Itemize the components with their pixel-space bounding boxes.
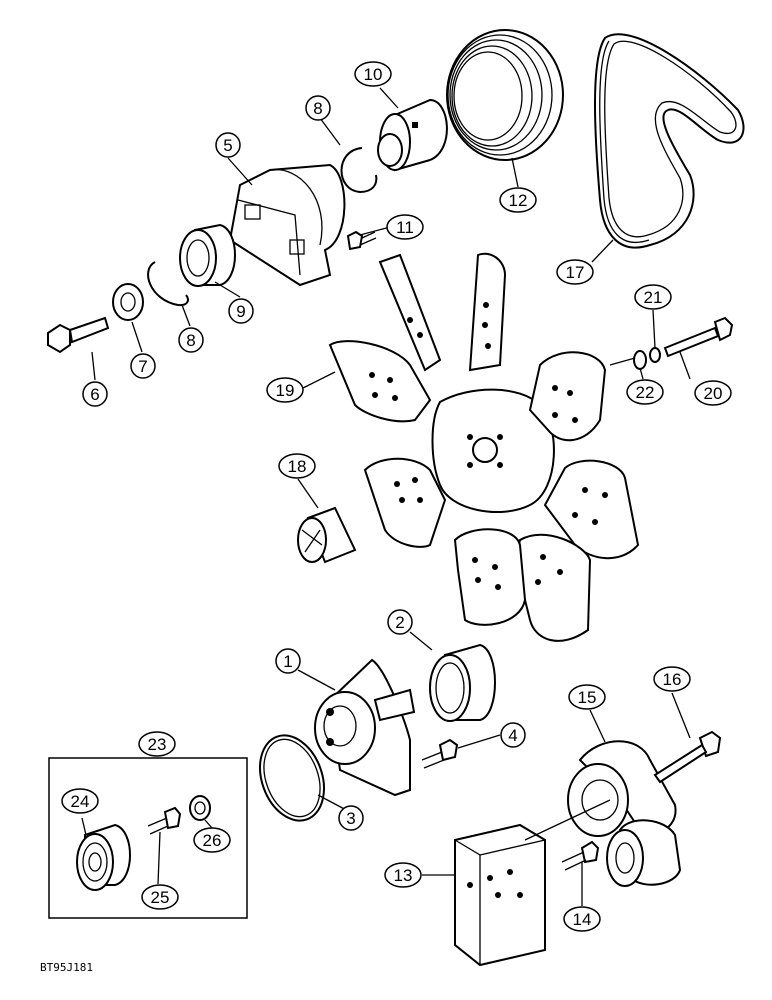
callout-12-label: 12 bbox=[509, 191, 528, 210]
leader-lines bbox=[81, 87, 691, 906]
bolt-part-11 bbox=[346, 230, 377, 251]
callout-8-upper-label: 8 bbox=[313, 99, 322, 118]
callout-8-lower: 8 bbox=[178, 327, 204, 353]
callout-20: 20 bbox=[694, 380, 732, 406]
kit-washer-part-26 bbox=[189, 795, 211, 821]
callout-14: 14 bbox=[563, 906, 601, 932]
callout-23-label: 23 bbox=[148, 735, 167, 754]
spacer-part bbox=[297, 506, 357, 564]
bolt-part-4 bbox=[421, 738, 459, 769]
belt-part bbox=[594, 33, 745, 249]
callout-15-label: 15 bbox=[578, 688, 597, 707]
callout-2: 2 bbox=[387, 609, 413, 635]
callout-5-label: 5 bbox=[223, 136, 232, 155]
callout-17: 17 bbox=[556, 259, 594, 285]
kit-idler-part-24 bbox=[76, 823, 131, 891]
callout-4-label: 4 bbox=[508, 726, 517, 745]
bracket-plate-part bbox=[454, 799, 611, 967]
callout-20-label: 20 bbox=[704, 384, 723, 403]
callout-10-label: 10 bbox=[364, 65, 383, 84]
callout-16: 16 bbox=[653, 666, 691, 692]
seal-part bbox=[112, 283, 144, 321]
callout-24: 24 bbox=[61, 788, 99, 814]
callout-11-label: 11 bbox=[396, 218, 414, 237]
callout-4: 4 bbox=[500, 722, 526, 748]
callout-15: 15 bbox=[568, 684, 606, 710]
callout-2-label: 2 bbox=[395, 613, 404, 632]
callout-16-label: 16 bbox=[663, 670, 682, 689]
callout-13-label: 13 bbox=[394, 866, 413, 885]
callout-21: 21 bbox=[634, 284, 672, 310]
callout-26: 26 bbox=[193, 827, 231, 853]
callout-6-label: 6 bbox=[90, 385, 99, 404]
callout-22: 22 bbox=[626, 379, 664, 405]
callout-8-upper: 8 bbox=[305, 95, 331, 121]
callout-8-lower-label: 8 bbox=[186, 331, 195, 350]
callout-19-label: 19 bbox=[276, 381, 295, 400]
callout-24-label: 24 bbox=[71, 792, 90, 811]
callout-25-label: 25 bbox=[151, 888, 170, 907]
washer-part-22 bbox=[633, 350, 647, 370]
callout-17-label: 17 bbox=[566, 263, 585, 282]
callout-7-label: 7 bbox=[138, 357, 147, 376]
callout-23: 23 bbox=[138, 731, 176, 757]
stud-part-20 bbox=[609, 316, 734, 366]
hub-part bbox=[377, 98, 448, 172]
callout-12: 12 bbox=[499, 187, 537, 213]
snap-ring-lower bbox=[147, 261, 189, 307]
callout-21-label: 21 bbox=[644, 288, 663, 307]
nut-part-21 bbox=[649, 347, 661, 363]
callout-1-label: 1 bbox=[283, 652, 292, 671]
callout-6: 6 bbox=[82, 381, 108, 407]
callout-10: 10 bbox=[354, 61, 392, 87]
callout-9-label: 9 bbox=[236, 302, 245, 321]
bolt-part-6 bbox=[47, 316, 110, 354]
callout-7: 7 bbox=[130, 353, 156, 379]
bearing-part bbox=[179, 223, 236, 287]
kit-inset-box bbox=[48, 757, 248, 919]
tensioner-part bbox=[567, 740, 682, 887]
callout-25: 25 bbox=[141, 884, 179, 910]
bolt-part-16 bbox=[653, 730, 722, 784]
callout-1: 1 bbox=[275, 648, 301, 674]
bolt-part-14 bbox=[561, 840, 600, 871]
callout-13: 13 bbox=[384, 862, 422, 888]
callout-18: 18 bbox=[278, 453, 316, 479]
callout-11: 11 bbox=[386, 214, 424, 240]
fan-part bbox=[328, 252, 640, 642]
callout-26-label: 26 bbox=[203, 831, 222, 850]
housing-part bbox=[228, 163, 346, 287]
callout-9: 9 bbox=[228, 298, 254, 324]
water-pump-part bbox=[314, 658, 416, 797]
callout-19: 19 bbox=[266, 377, 304, 403]
callout-3: 3 bbox=[338, 805, 364, 831]
callout-22-label: 22 bbox=[636, 383, 655, 402]
callout-14-label: 14 bbox=[573, 910, 592, 929]
callout-3-label: 3 bbox=[346, 809, 355, 828]
reference-code: BT95J181 bbox=[40, 961, 93, 974]
callout-18-label: 18 bbox=[288, 457, 307, 476]
idler-part bbox=[429, 643, 496, 722]
callout-5: 5 bbox=[215, 132, 241, 158]
o-ring-part bbox=[259, 734, 325, 822]
pulley-part bbox=[446, 29, 564, 161]
snap-ring-upper bbox=[340, 147, 378, 194]
kit-bolt-part-25 bbox=[147, 806, 182, 835]
